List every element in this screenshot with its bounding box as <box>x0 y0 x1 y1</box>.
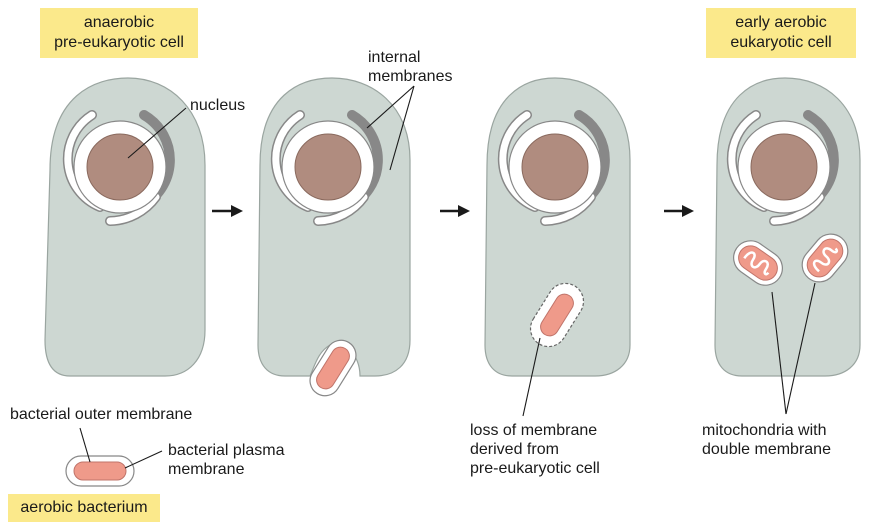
label-loss-of-membrane: loss of membrane derived from pre-eukary… <box>470 421 600 478</box>
cell-4-aerobic-eukaryote <box>715 78 860 376</box>
label-nucleus: nucleus <box>190 96 245 115</box>
arrow-2 <box>440 205 470 217</box>
label-mitochondria: mitochondria with double membrane <box>702 421 831 459</box>
arrow-1 <box>212 205 243 217</box>
leader-plasma-membrane <box>125 451 162 468</box>
free-bacterium <box>66 456 134 486</box>
cell-3-internalized <box>485 78 630 376</box>
label-bacterial-outer-membrane: bacterial outer membrane <box>10 405 192 424</box>
cell-2-engulfing <box>258 78 410 401</box>
label-internal-membranes: internal membranes <box>368 48 452 86</box>
arrow-3 <box>664 205 694 217</box>
cell-1-anaerobic <box>45 78 205 376</box>
label-bacterial-plasma-membrane: bacterial plasma membrane <box>168 441 285 479</box>
